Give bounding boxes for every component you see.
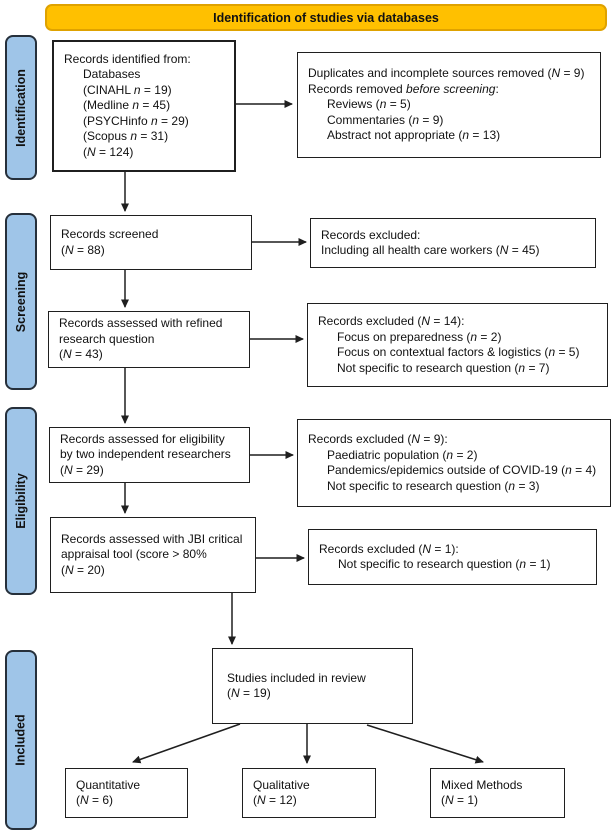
text-line: Quantitative [76,777,141,792]
stage-label-text: Included [14,714,28,766]
text-line: Commentaries (n = 9) [327,112,444,127]
text-line: appraisal tool (score > 80% [61,547,207,562]
text-line: Records identified from: [64,51,191,66]
text-line: (N = 19) [227,686,271,700]
box-excluded-jbi: Records excluded (N = 1): Not specific t… [308,529,597,585]
text-line: Mixed Methods [441,777,523,792]
stage-label-eligibility: Eligibility [5,407,37,595]
text-line: (N = 43) [59,347,103,362]
text-line: Records assessed for eligibility [60,431,225,446]
box-mixed-methods: Mixed Methods (N = 1) [430,768,565,818]
box-excluded-refined: Records excluded (N = 14): Focus on prep… [307,303,608,387]
box-records-screened: Records screened (N = 88) [50,215,252,270]
text-line: research question [59,331,155,346]
text-line: (N = 88) [61,242,105,257]
text-line: Records screened [61,227,159,241]
text-line: (N = 12) [253,793,297,807]
diagram-title: Identification of studies via databases [213,10,439,25]
stage-label-included: Included [5,650,37,830]
box-duplicates-removed: Duplicates and incomplete sources remove… [297,52,601,158]
box-studies-included: Studies included in review (N = 19) [212,648,413,724]
text-line: Records assessed with JBI critical [61,531,243,546]
text-line: Focus on preparedness (n = 2) [337,329,502,344]
text-line: Duplicates and incomplete sources remove… [308,66,585,81]
box-refined-question: Records assessed with refined research q… [48,311,250,368]
text-line: Records excluded (N = 9): [308,432,448,446]
text-line: Focus on contextual factors & logistics … [337,345,580,359]
text-line: Records excluded (N = 14): [318,314,465,328]
text-line: Qualitative [253,777,310,792]
box-excluded-eligibility: Records excluded (N = 9): Paediatric pop… [297,419,611,507]
stage-label-screening: Screening [5,213,37,390]
text-line: Including all health care workers (N = 4… [321,243,540,257]
text-line: (Medline n = 45) [83,98,171,113]
text-line: Records excluded: [321,227,421,242]
text-line: Not specific to research question (n = 3… [327,478,540,493]
box-jbi-appraisal: Records assessed with JBI critical appra… [50,517,256,593]
text-line: Studies included in review [227,670,366,685]
text-line: (N = 1) [441,793,479,807]
arrow-included-to-quantitative [132,723,241,764]
text-line: Databases [83,67,141,82]
box-quantitative: Quantitative (N = 6) [65,768,188,818]
diagram-title-banner: Identification of studies via databases [45,4,607,31]
arrow-included-to-mixed [366,724,484,764]
text-line: Not specific to research question (n = 7… [337,360,550,375]
stage-label-text: Eligibility [14,473,28,529]
text-line: Pandemics/epidemics outside of COVID-19 … [327,463,597,477]
text-line: by two independent researchers [60,447,231,462]
box-qualitative: Qualitative (N = 12) [242,768,376,818]
text-line: Records removed before screening: [308,81,499,96]
text-line: (PSYCHinfo n = 29) [83,113,189,128]
text-line: (N = 20) [61,562,105,577]
text-line: (CINAHL n = 19) [83,82,172,97]
text-line: (N = 124) [83,144,134,159]
box-excluded-screening: Records excluded: Including all health c… [310,218,596,268]
stage-label-identification: Identification [5,35,37,180]
stage-label-text: Screening [14,271,28,332]
text-line: Records assessed with refined [59,316,223,331]
text-line: (Scopus n = 31) [83,129,169,144]
stage-label-text: Identification [14,68,28,147]
text-line: Records excluded (N = 1): [319,541,459,556]
text-line: Abstract not appropriate (n = 13) [327,128,501,143]
text-line: (N = 6) [76,793,114,807]
text-line: Not specific to research question (n = 1… [338,557,551,571]
text-line: Reviews (n = 5) [327,97,411,112]
box-eligibility-assessed: Records assessed for eligibility by two … [49,427,250,483]
text-line: Paediatric population (n = 2) [327,447,478,462]
text-line: (N = 29) [60,462,104,477]
box-records-identified: Records identified from: Databases (CINA… [52,40,236,172]
